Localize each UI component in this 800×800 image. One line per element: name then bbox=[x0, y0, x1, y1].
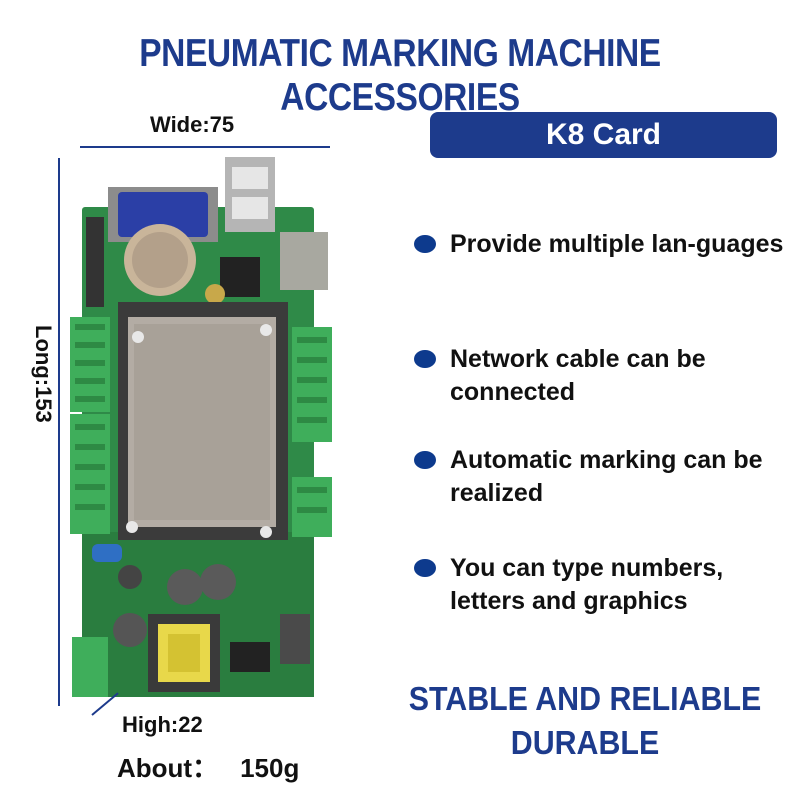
vga-connector bbox=[118, 192, 208, 237]
terminal-block-bottom bbox=[72, 637, 108, 697]
chip bbox=[220, 257, 260, 297]
feature-text: You can type numbers, letters and graphi… bbox=[450, 554, 724, 615]
terminal-block-right-1 bbox=[292, 327, 332, 442]
resistor bbox=[92, 544, 122, 562]
slogan-line-1: STABLE AND RELIABLE bbox=[408, 680, 762, 717]
page-title: PNEUMATIC MARKING MACHINE ACCESSORIES bbox=[139, 32, 661, 119]
bullet-dot-icon bbox=[414, 559, 436, 577]
capacitor bbox=[200, 564, 236, 600]
height-dimension-label: High:22 bbox=[122, 712, 203, 737]
capacitor bbox=[167, 569, 203, 605]
ethernet-port bbox=[280, 232, 328, 290]
weight-value: 150g bbox=[240, 753, 300, 783]
feature-text: Provide multiple lan-guages bbox=[450, 230, 784, 258]
width-dimension-label: Wide:75 bbox=[150, 112, 235, 137]
bullet-dot-icon bbox=[414, 350, 436, 368]
weight-label: About： bbox=[117, 753, 219, 783]
length-dimension-line bbox=[58, 158, 60, 706]
feature-text: Network cable can be connected bbox=[450, 345, 706, 406]
slogan-line-2: DURABLE bbox=[510, 724, 660, 761]
feature-text: Automatic marking can be realized bbox=[450, 446, 763, 507]
product-name-badge: K8 Card bbox=[430, 112, 777, 158]
length-dimension-label: Long:153 bbox=[31, 325, 56, 423]
width-dimension-line bbox=[80, 146, 330, 148]
bullet-dot-icon bbox=[414, 451, 436, 469]
bullet-dot-icon bbox=[414, 235, 436, 253]
terminal-block-left-2 bbox=[70, 414, 110, 534]
power-ic bbox=[230, 642, 270, 672]
pin-header bbox=[86, 217, 104, 307]
weight-info: About： 150g bbox=[117, 748, 299, 785]
circuit-board-image bbox=[70, 157, 332, 697]
